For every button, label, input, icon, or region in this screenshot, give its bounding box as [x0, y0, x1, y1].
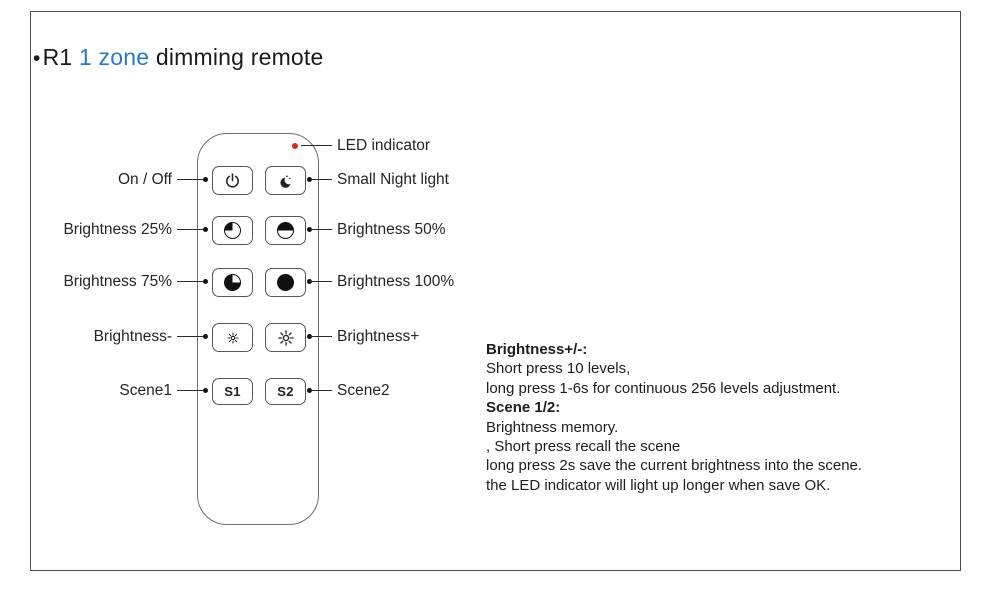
leader-line [301, 145, 332, 147]
leader-line [309, 229, 332, 231]
pie-100-icon [277, 274, 294, 291]
leader-line [177, 281, 206, 283]
leader-dot [203, 388, 208, 393]
callout-label-brightness-minus: Brightness- [93, 328, 172, 345]
callout-label-onoff: On / Off [118, 171, 172, 188]
sun-bright-icon [277, 329, 295, 347]
leader-line [177, 390, 206, 392]
callout-label-scene2: Scene2 [337, 382, 390, 399]
leader-line [309, 336, 332, 338]
callout-label-nightlight: Small Night light [337, 171, 449, 188]
page-title: •R1 1 zone dimming remote [33, 44, 324, 71]
callout-label-brightness-25: Brightness 25% [63, 221, 172, 238]
scene1-button-label: S1 [224, 384, 241, 399]
info-line: long press 1-6s for continuous 256 level… [486, 379, 841, 397]
pie-25-icon [224, 222, 241, 239]
title-suffix: dimming remote [149, 44, 324, 70]
info-line: Scene 1/2: [486, 399, 561, 417]
leader-line [177, 229, 206, 231]
brightness-50-button[interactable] [265, 216, 306, 245]
info-line: the LED indicator will light up longer w… [486, 476, 831, 494]
brightness-plus-button[interactable] [265, 323, 306, 352]
scene2-button-label: S2 [277, 384, 294, 399]
pie-75-icon [224, 274, 241, 291]
moon-icon [276, 171, 296, 191]
pie-50-icon [277, 222, 294, 239]
info-line: , Short press recall the scene [486, 438, 681, 456]
leader-dot [203, 227, 208, 232]
title-bullet: • [33, 47, 41, 70]
callout-label-led: LED indicator [337, 137, 431, 154]
leader-dot [203, 334, 208, 339]
leader-dot [203, 177, 208, 182]
scene2-button[interactable]: S2 [265, 378, 306, 405]
leader-line [309, 281, 332, 283]
title-prefix: R1 [42, 44, 79, 70]
title-highlight: 1 zone [78, 44, 150, 70]
brightness-minus-button[interactable] [212, 323, 253, 352]
info-line: long press 2s save the current brightnes… [486, 457, 863, 475]
brightness-75-button[interactable] [212, 268, 253, 297]
nightlight-button[interactable] [265, 166, 306, 195]
info-line: Short press 10 levels, [486, 360, 631, 378]
leader-line [177, 336, 206, 338]
callout-label-scene1: Scene1 [119, 382, 172, 399]
callout-label-brightness-plus: Brightness+ [337, 328, 420, 345]
leader-dot [203, 279, 208, 284]
brightness-25-button[interactable] [212, 216, 253, 245]
info-line: Brightness+/-: [486, 341, 588, 358]
info-line: Brightness memory. [486, 418, 619, 436]
info-block: Brightness+/-: Short press 10 levels, lo… [486, 340, 956, 495]
content-frame [30, 11, 961, 571]
leader-line [309, 390, 332, 392]
sun-dim-icon [226, 331, 240, 345]
onoff-button[interactable] [212, 166, 253, 195]
scene1-button[interactable]: S1 [212, 378, 253, 405]
power-icon [223, 171, 242, 190]
led-indicator-dot [292, 143, 298, 149]
leader-line [309, 179, 332, 181]
brightness-100-button[interactable] [265, 268, 306, 297]
leader-line [177, 179, 206, 181]
callout-label-brightness-75: Brightness 75% [63, 273, 172, 290]
callout-label-brightness-50: Brightness 50% [337, 221, 446, 238]
callout-label-brightness-100: Brightness 100% [337, 273, 455, 290]
